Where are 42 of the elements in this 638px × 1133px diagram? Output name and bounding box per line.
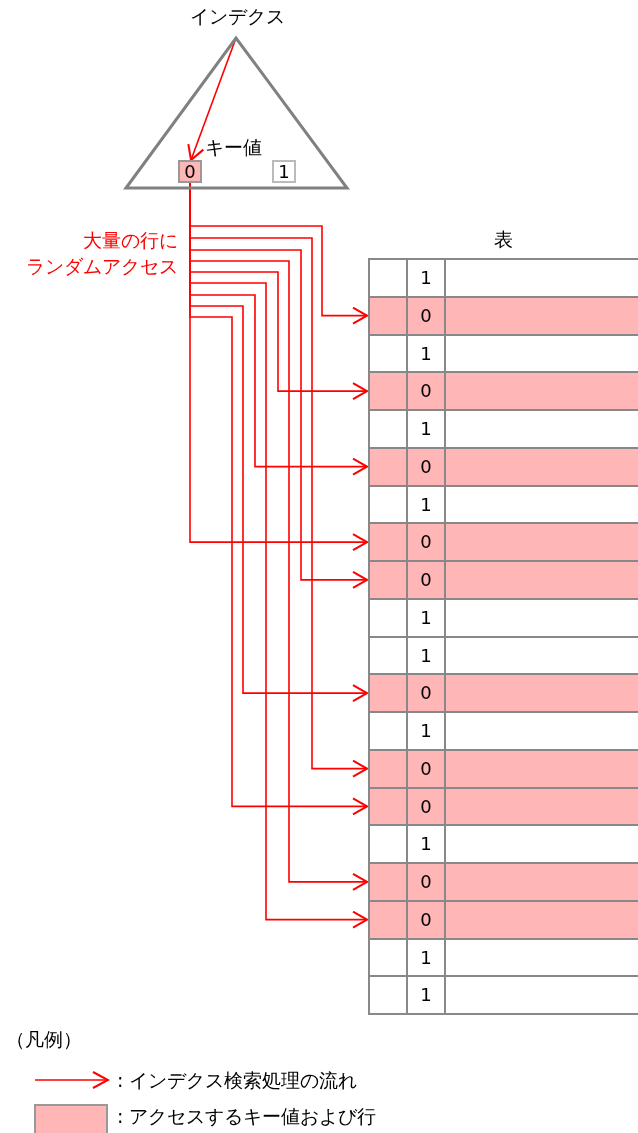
table-row xyxy=(368,975,638,1015)
access-note: 大量の行に xyxy=(83,229,178,251)
key-value: 0 xyxy=(419,870,433,894)
legend-heading: （凡例） xyxy=(6,1028,82,1050)
key-value: 0 xyxy=(419,379,433,404)
key-label: キー値 xyxy=(205,136,262,158)
key-value: 0 xyxy=(419,907,433,932)
key-value: 1 xyxy=(419,643,433,668)
key-value: 1 xyxy=(419,945,433,970)
key-value: 1 xyxy=(419,492,433,517)
key-value: 1 xyxy=(419,266,433,290)
key-value: 0 xyxy=(419,756,433,781)
key-value: 1 xyxy=(419,983,433,1008)
legend-text: : アクセスするキー値および行 xyxy=(117,1105,377,1127)
key-value: 1 xyxy=(419,417,433,441)
table-row xyxy=(368,560,638,600)
table-row xyxy=(368,522,638,562)
table-row xyxy=(368,258,638,298)
table-row xyxy=(368,295,638,336)
key-value: 0 xyxy=(419,794,433,819)
access-note: ランダムアクセス xyxy=(26,255,178,277)
table-label: 表 xyxy=(492,228,514,250)
key-value: 0 xyxy=(419,681,433,706)
key-value: 1 xyxy=(419,832,433,857)
key-value: 1 xyxy=(419,719,433,743)
table-row xyxy=(368,371,638,411)
key-box: 0 xyxy=(178,160,202,183)
legend-text: : インデクス検索処理の流れ xyxy=(117,1069,358,1091)
table-row xyxy=(368,899,638,940)
index-label: インデクス xyxy=(189,5,286,27)
key-value: 0 xyxy=(419,454,433,479)
key-box: 1 xyxy=(272,160,296,183)
table-row xyxy=(368,748,638,789)
key-value: 1 xyxy=(419,341,433,366)
key-value: 0 xyxy=(419,568,433,592)
table-row xyxy=(368,786,638,827)
table-row xyxy=(368,862,638,902)
key-value: 0 xyxy=(419,530,433,555)
key-value: 0 xyxy=(419,303,433,328)
table-row xyxy=(368,446,638,487)
table-row xyxy=(368,673,638,713)
key-value: 1 xyxy=(419,605,433,630)
